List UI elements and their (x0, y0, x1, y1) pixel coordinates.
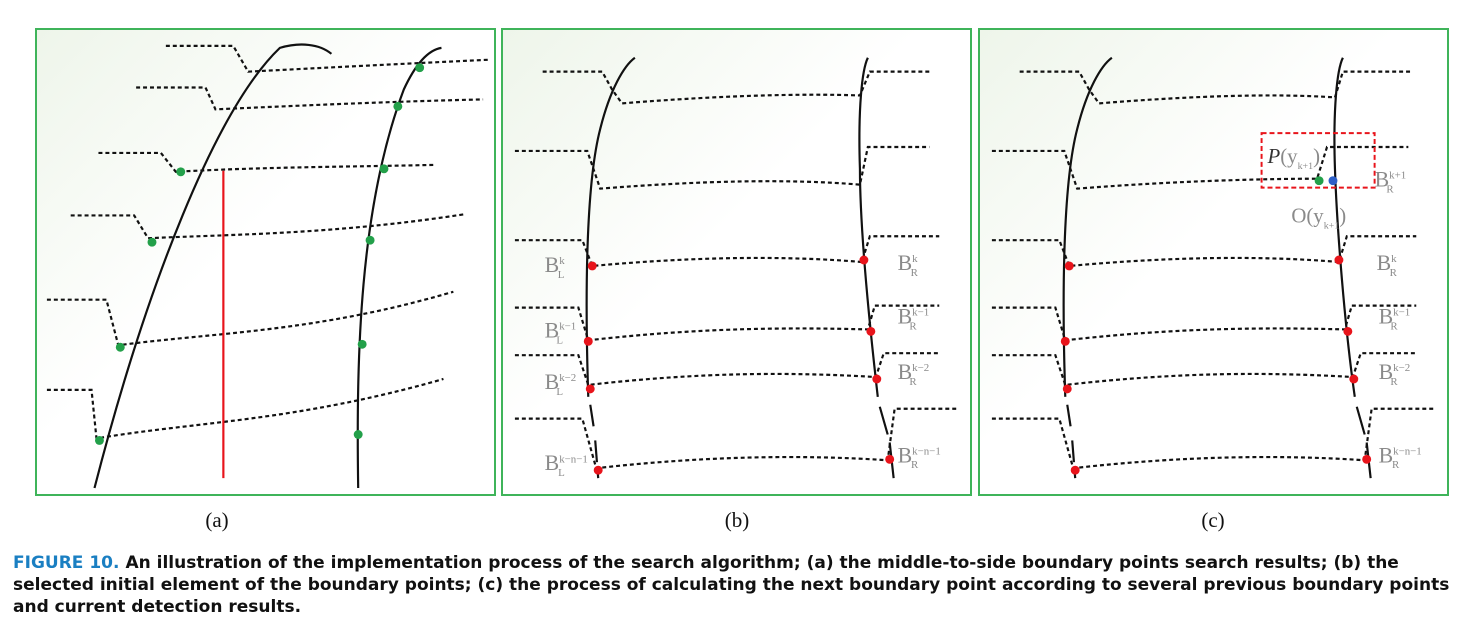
boundary-points (1060, 176, 1372, 475)
red-boundary-points (583, 255, 895, 475)
figure-number: FIGURE 10. (13, 553, 120, 573)
lane-lines (991, 70, 1437, 470)
right-boundary-curve (858, 57, 879, 397)
panel-a (35, 28, 496, 496)
observed-point-label: O(yk+1) (1291, 203, 1346, 231)
figure-caption: FIGURE 10.An illustration of the impleme… (13, 552, 1473, 618)
right-boundary-dash (878, 406, 895, 479)
left-boundary-curve (585, 56, 636, 397)
lane-lines (46, 44, 489, 440)
left-boundary-curve (1062, 56, 1113, 397)
panel-a-label: (a) (205, 508, 229, 532)
prediction-box (1260, 132, 1376, 189)
right-boundary-dash (1355, 406, 1372, 479)
panel-c-label: (c) (1201, 508, 1225, 532)
green-boundary-points (94, 63, 425, 445)
right-boundary-curve (356, 46, 442, 489)
predicted-point-label: P(yk+1) (1267, 144, 1321, 172)
lane-lines (514, 70, 960, 470)
left-boundary-curve (93, 43, 333, 489)
caption-text: An illustration of the implementation pr… (13, 553, 1450, 617)
right-boundary-curve (1333, 57, 1356, 397)
panel-b-label: (b) (724, 508, 750, 532)
panel-a-drawing (46, 43, 489, 489)
